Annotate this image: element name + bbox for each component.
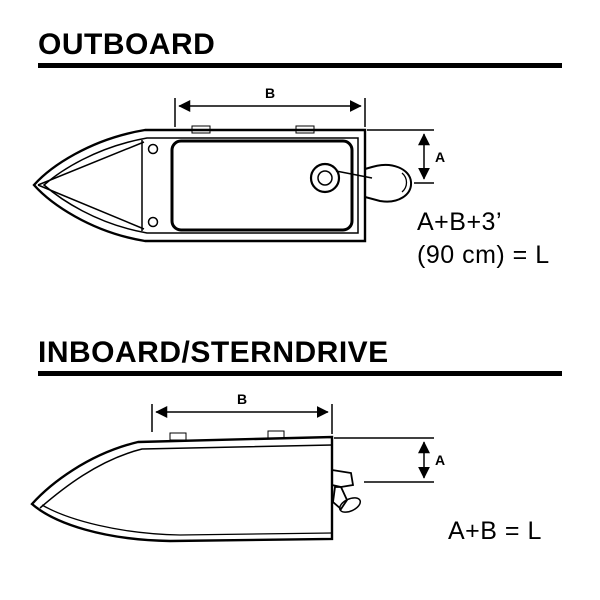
bow-seat-port xyxy=(147,143,159,155)
dimension-a-label: A xyxy=(435,149,445,165)
inboard-diagram: B A xyxy=(30,392,445,543)
outboard-formula-line2: (90 cm) = L xyxy=(417,241,550,269)
inboard-heading: INBOARD/STERNDRIVE xyxy=(38,336,389,369)
outboard-motor xyxy=(309,162,413,203)
dimension-b: B xyxy=(151,392,333,434)
rub-rail xyxy=(39,444,333,509)
inboard-formula: A+B = L xyxy=(448,515,542,548)
inboard-formula-line1: A+B = L xyxy=(448,517,542,545)
dimension-a-label: A xyxy=(435,452,445,468)
outboard-formula-line1: A+B+3’ xyxy=(417,208,503,236)
cleat-forward xyxy=(169,432,187,441)
outboard-diagram: B A xyxy=(32,85,445,243)
bow-seat-starboard xyxy=(147,216,159,228)
boat-hull-top-view xyxy=(32,125,367,243)
sterndrive-unit xyxy=(331,468,362,513)
boat-hull-side-view xyxy=(30,430,334,543)
bow-deck-lines xyxy=(37,140,145,231)
cockpit xyxy=(170,139,354,232)
propeller xyxy=(338,497,362,513)
dimension-a: A xyxy=(334,437,445,483)
dimension-b-label: B xyxy=(265,85,275,101)
dimension-b: B xyxy=(174,85,366,127)
cleat-aft xyxy=(267,430,285,439)
spray-rail xyxy=(41,504,333,536)
dimension-b-label: B xyxy=(237,392,247,407)
dimension-a: A xyxy=(367,129,445,184)
outboard-heading: OUTBOARD xyxy=(38,28,216,61)
outboard-formula: A+B+3’ (90 cm) = L xyxy=(417,206,550,272)
cleat-aft xyxy=(295,125,315,134)
outboard-divider xyxy=(38,63,562,68)
cleat-forward xyxy=(191,125,211,134)
inboard-divider xyxy=(38,371,562,376)
